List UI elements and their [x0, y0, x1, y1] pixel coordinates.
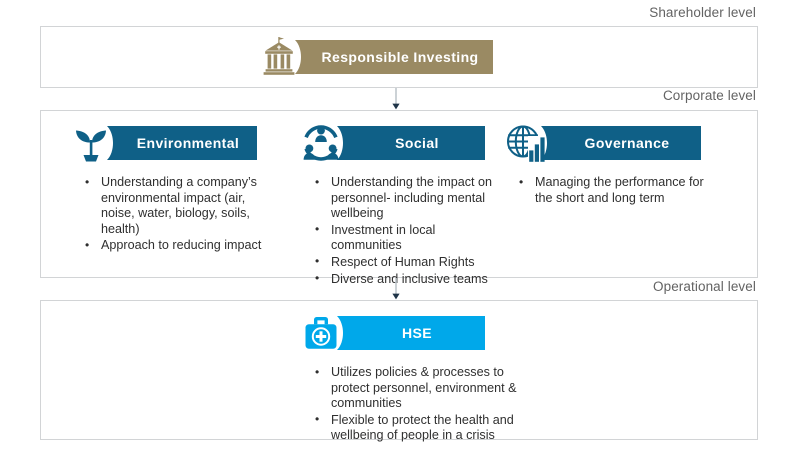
list-item: Utilizes policies & processes to protect…: [311, 365, 521, 412]
people-circle-icon: [299, 121, 343, 165]
list-item: Flexible to protect the health and wellb…: [311, 412, 521, 444]
node-social-header: Social: [299, 121, 509, 165]
banner-label-social: Social: [395, 135, 439, 151]
panel-corporate-level: Environmental Understanding a company’s …: [40, 110, 758, 286]
node-governance[interactable]: Governance Managing the performance for …: [503, 121, 723, 207]
bullet-list-hse: Utilizes policies & processes to protect…: [311, 365, 521, 444]
node-hse[interactable]: HSE Utilizes policies & processes to pro…: [299, 311, 529, 445]
node-hse-header: HSE: [299, 311, 529, 355]
node-environmental-header: Environmental: [69, 121, 281, 165]
banner-label-governance: Governance: [584, 135, 670, 151]
list-item: Understanding a company’s environmental …: [81, 174, 271, 237]
banner-label-responsible-investing: Responsible Investing: [321, 49, 479, 65]
list-item: Understanding the impact on personnel- i…: [311, 175, 503, 222]
banner-social: Social: [337, 126, 485, 160]
node-governance-header: Governance: [503, 121, 723, 165]
level-label-operational: Operational level: [652, 279, 756, 294]
bullet-list-governance: Managing the performance for the short a…: [515, 174, 715, 206]
panel-operational-level: HSE Utilizes policies & processes to pro…: [40, 300, 758, 442]
level-label-corporate: Corporate level: [662, 88, 756, 103]
node-social[interactable]: Social Understanding the impact on perso…: [299, 121, 509, 288]
list-item: Diverse and inclusive teams: [311, 271, 503, 288]
bullet-list-social: Understanding the impact on personnel- i…: [311, 175, 503, 287]
list-item: Approach to reducing impact: [81, 238, 271, 254]
medical-kit-icon: [299, 311, 343, 355]
globe-barchart-icon: [503, 121, 547, 165]
down-arrow-icon-corporate-to-operational: [389, 278, 403, 301]
node-responsible-investing[interactable]: Responsible Investing: [257, 35, 493, 79]
panel-shareholder-level: Responsible Investing: [40, 26, 758, 88]
bullet-list-environmental: Understanding a company’s environmental …: [81, 174, 271, 254]
banner-responsible-investing: Responsible Investing: [295, 40, 493, 74]
down-arrow-icon-shareholder-to-corporate: [389, 88, 403, 111]
banner-label-environmental: Environmental: [136, 135, 240, 151]
list-item: Managing the performance for the short a…: [515, 174, 715, 206]
banner-environmental: Environmental: [107, 126, 257, 160]
banner-label-hse: HSE: [402, 325, 432, 341]
banner-governance: Governance: [541, 126, 701, 160]
banner-hse: HSE: [337, 316, 485, 350]
level-label-shareholder: Shareholder level: [649, 5, 756, 20]
node-environmental[interactable]: Environmental Understanding a company’s …: [69, 121, 281, 255]
classical-building-icon: [257, 35, 301, 79]
sprout-icon: [69, 121, 113, 165]
list-item: Investment in local communities: [311, 222, 503, 254]
list-item: Respect of Human Rights: [311, 254, 503, 271]
